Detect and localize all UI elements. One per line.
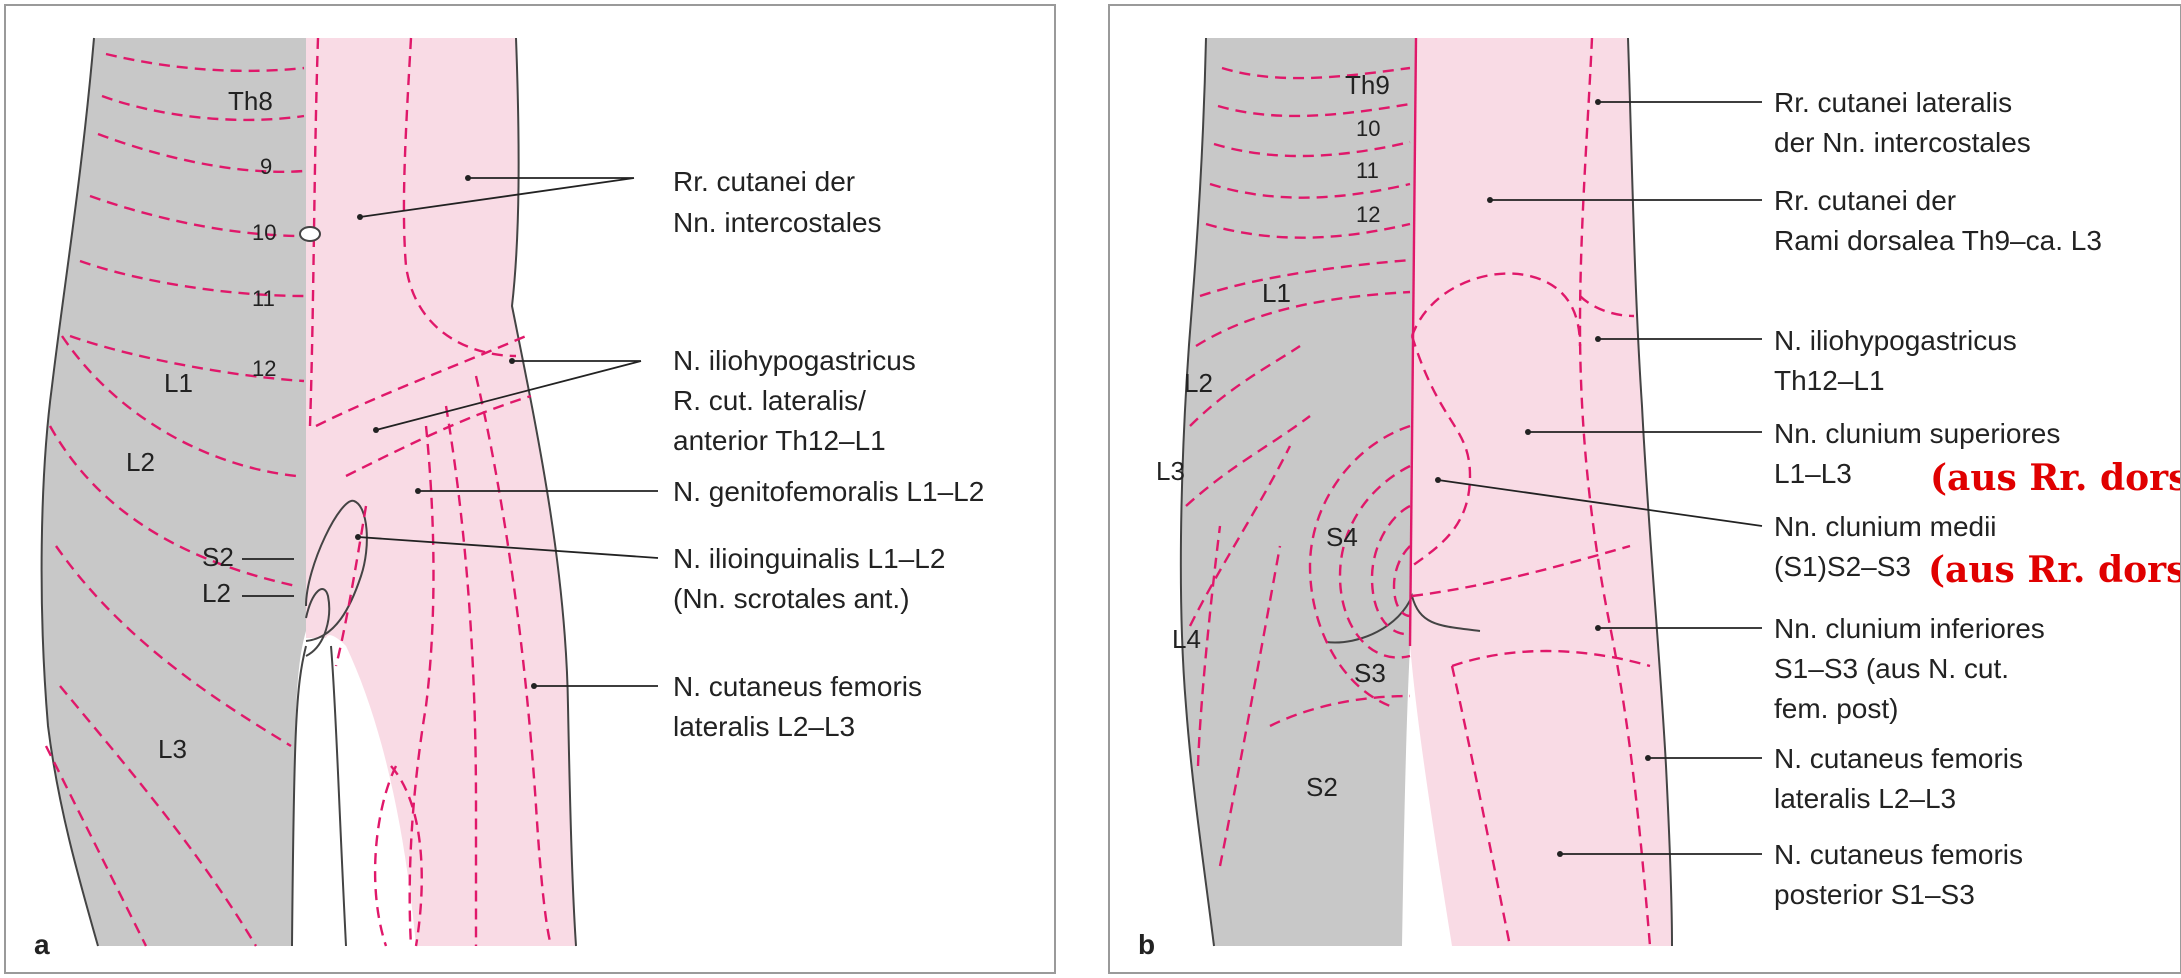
panel-letter-a: a	[34, 929, 50, 960]
label-clunium-inf-line1: Nn. clunium inferiores	[1774, 613, 2045, 644]
label-iliohypogastricus-line1: N. iliohypogastricus	[673, 345, 916, 376]
segment-s2: S2	[202, 542, 234, 572]
segment-l2: L2	[1184, 368, 1213, 398]
label-cutaneus-femoris-lat-line2: lateralis L2–L3	[1774, 783, 1956, 814]
panel-a: Th8 9 10 11 12 L1 L2 S2 L2 L3 Rr. cutane…	[4, 4, 1056, 974]
segment-th8: Th8	[228, 86, 273, 116]
segment-l1: L1	[164, 368, 193, 398]
label-rr-cutanei-lat-line1: Rr. cutanei lateralis	[1774, 87, 2012, 118]
label-clunium-sup-line1: Nn. clunium superiores	[1774, 418, 2060, 449]
label-rr-cutanei-dors-line1: Rr. cutanei der	[1774, 185, 1956, 216]
label-rr-cutanei-lat-line2: der Nn. intercostales	[1774, 127, 2031, 158]
label-rr-cutanei-dors-line2: Rami dorsalea Th9–ca. L3	[1774, 225, 2102, 256]
segment-s4: S4	[1326, 522, 1358, 552]
gray-dermatome-region	[1181, 38, 1416, 946]
label-ilioinguinalis-line1: N. ilioinguinalis L1–L2	[673, 543, 945, 574]
label-cutaneus-femoris-lat-line1: N. cutaneus femoris	[673, 671, 922, 702]
label-clunium-sup-line2: L1–L3	[1774, 458, 1852, 489]
panel-b: Th9 10 11 12 L1 L2 L3 S4 L4 S3 S2 Rr. cu…	[1108, 4, 2181, 974]
segment-9: 9	[260, 154, 272, 179]
label-ilioinguinalis-line2: (Nn. scrotales ant.)	[673, 583, 910, 614]
segment-th9: Th9	[1345, 70, 1390, 100]
label-cutaneus-femoris-post-line2: posterior S1–S3	[1774, 879, 1975, 910]
label-genitofemoralis: N. genitofemoralis L1–L2	[673, 476, 984, 507]
segment-l3: L3	[1156, 456, 1185, 486]
label-cutaneus-femoris-post-line1: N. cutaneus femoris	[1774, 839, 2023, 870]
label-clunium-medii-line2: (S1)S2–S3	[1774, 551, 1911, 582]
segment-10: 10	[1356, 116, 1380, 141]
segment-12: 12	[252, 356, 276, 381]
segment-l4: L4	[1172, 624, 1201, 654]
segment-11: 11	[252, 286, 275, 311]
umbilicus	[300, 227, 320, 241]
segment-l2-genital: L2	[202, 578, 231, 608]
label-rr-cutanei-line2: Nn. intercostales	[673, 207, 882, 238]
panel-letter-b: b	[1138, 929, 1155, 960]
label-iliohypogastricus-line2: R. cut. lateralis/	[673, 385, 866, 416]
label-clunium-medii-line1: Nn. clunium medii	[1774, 511, 1997, 542]
segment-l1: L1	[1262, 278, 1291, 308]
label-cutaneus-femoris-lat-line2: lateralis L2–L3	[673, 711, 855, 742]
panel-a-diagram: Th8 9 10 11 12 L1 L2 S2 L2 L3 Rr. cutane…	[6, 6, 1054, 972]
segment-11: 11	[1356, 158, 1379, 183]
leg-inner-contour-right	[331, 646, 346, 946]
annotation-red-2: (aus Rr. dors	[1928, 549, 2180, 591]
segment-l2: L2	[126, 447, 155, 477]
label-rr-cutanei-line1: Rr. cutanei der	[673, 166, 855, 197]
label-cutaneus-femoris-lat-line1: N. cutaneus femoris	[1774, 743, 2023, 774]
segment-l3: L3	[158, 734, 187, 764]
segment-s2: S2	[1306, 772, 1338, 802]
label-clunium-inf-line2: S1–S3 (aus N. cut.	[1774, 653, 2009, 684]
label-iliohypogastricus-line2: Th12–L1	[1774, 365, 1885, 396]
panel-b-diagram: Th9 10 11 12 L1 L2 L3 S4 L4 S3 S2 Rr. cu…	[1110, 6, 2180, 972]
annotation-red-1: (aus Rr. dorsa	[1930, 457, 2180, 499]
label-clunium-inf-line3: fem. post)	[1774, 693, 1898, 724]
segment-10: 10	[252, 220, 276, 245]
segment-12: 12	[1356, 202, 1380, 227]
segment-s3: S3	[1354, 658, 1386, 688]
label-iliohypogastricus-line3: anterior Th12–L1	[673, 425, 886, 456]
label-iliohypogastricus-line1: N. iliohypogastricus	[1774, 325, 2017, 356]
